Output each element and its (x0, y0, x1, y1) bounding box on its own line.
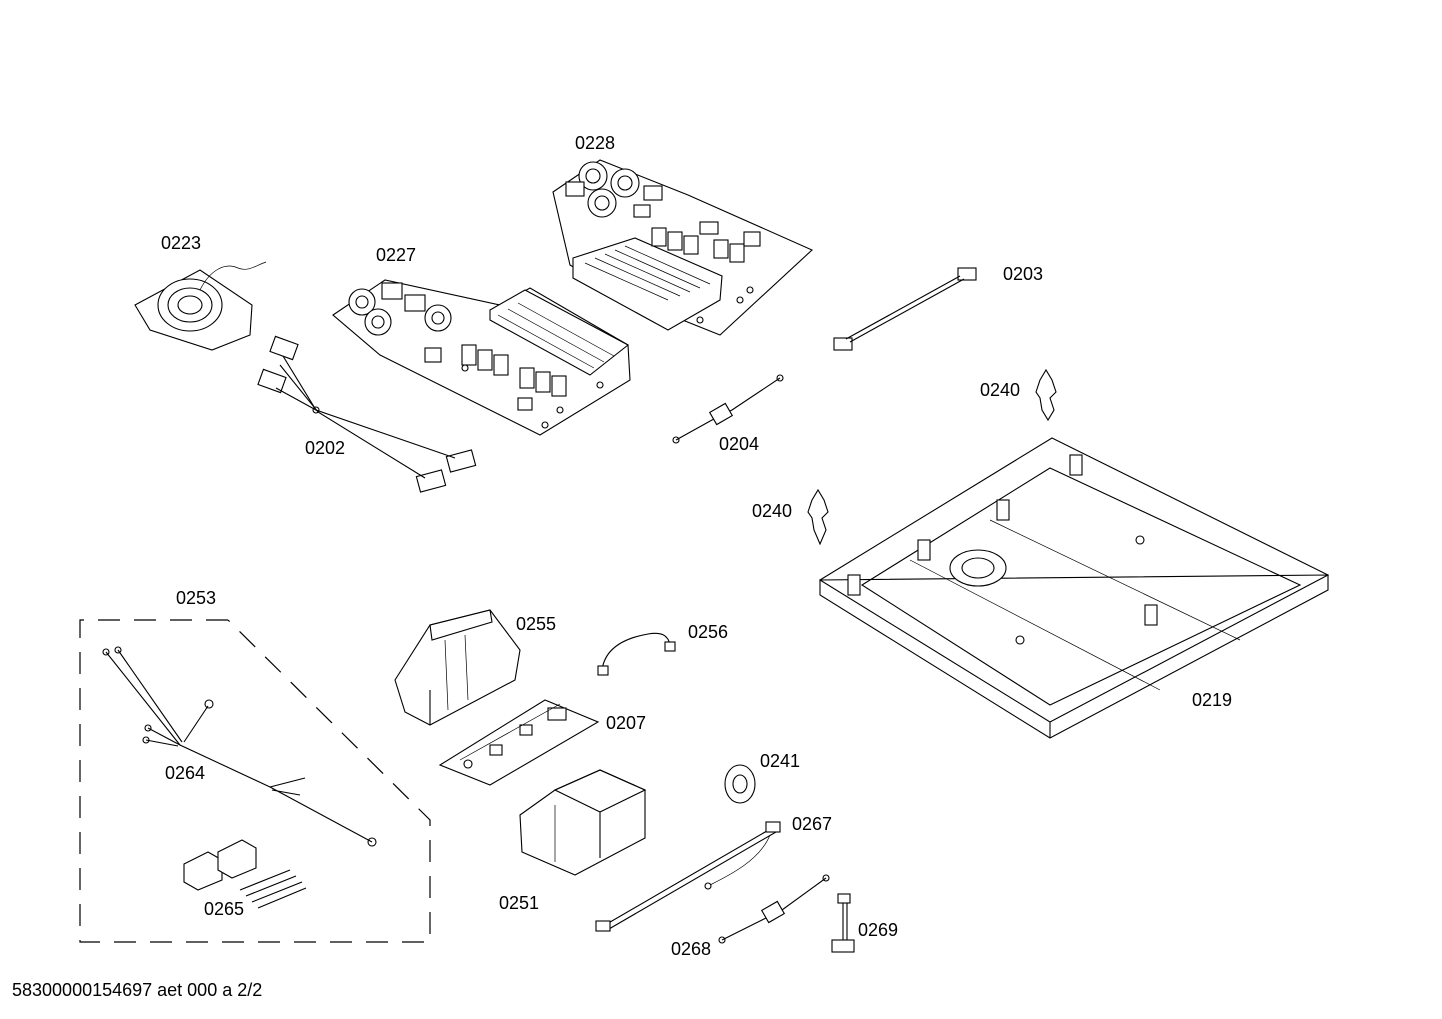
label-0256: 0256 (688, 622, 728, 642)
label-0240-lower: 0240 (752, 501, 792, 521)
label-0228: 0228 (575, 133, 615, 153)
harness-0264 (102, 646, 377, 847)
power-board-0228 (552, 159, 813, 336)
label-0269: 0269 (858, 920, 898, 940)
cable-0203 (833, 267, 977, 351)
label-0204: 0204 (719, 434, 759, 454)
label-0268: 0268 (671, 939, 711, 959)
label-0264: 0264 (165, 763, 205, 783)
ferrite-ring-0241 (724, 764, 756, 804)
label-0202: 0202 (305, 438, 345, 458)
cable-0268 (718, 874, 830, 944)
label-0255: 0255 (516, 614, 556, 634)
label-0223: 0223 (161, 233, 201, 253)
base-frame-0219 (818, 437, 1330, 739)
control-board-0207 (438, 699, 600, 786)
label-0253: 0253 (176, 588, 216, 608)
label-0251: 0251 (499, 893, 539, 913)
label-0203: 0203 (1003, 264, 1043, 284)
label-0265: 0265 (204, 899, 244, 919)
label-0240-upper: 0240 (980, 380, 1020, 400)
label-0227: 0227 (376, 245, 416, 265)
fan-0223 (134, 261, 267, 351)
document-reference: 58300000154697 aet 000 a 2/2 (12, 980, 263, 1000)
cable-0204 (672, 374, 784, 444)
spacer-0240-upper (1035, 368, 1057, 422)
cable-0256 (597, 632, 676, 676)
label-0219: 0219 (1192, 690, 1232, 710)
housing-0255 (394, 609, 521, 726)
cable-0267 (595, 821, 781, 932)
harness-0202 (257, 335, 477, 493)
label-0241: 0241 (760, 751, 800, 771)
kit-0253-outline (79, 619, 431, 943)
power-board-0227 (332, 279, 631, 436)
label-0207: 0207 (606, 713, 646, 733)
terminals-0265 (183, 839, 307, 909)
spacer-0240-lower (807, 488, 829, 546)
label-0267: 0267 (792, 814, 832, 834)
cable-0269 (831, 893, 855, 953)
housing-0251 (519, 769, 647, 876)
